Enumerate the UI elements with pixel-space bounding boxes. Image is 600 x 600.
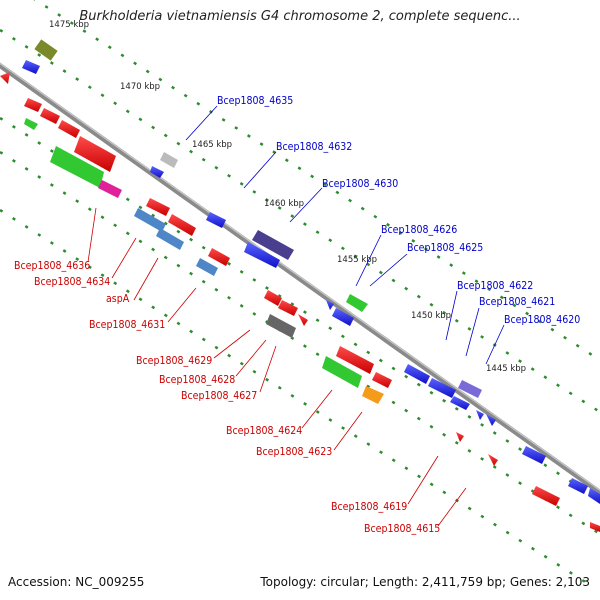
gene-shape	[588, 488, 600, 504]
gene-shape	[40, 108, 60, 124]
tick-label: 1445 kbp	[486, 364, 526, 374]
dotted-tracks	[0, 0, 600, 587]
gene-shape	[266, 314, 296, 338]
gene-shape	[34, 39, 58, 61]
gene-shape	[298, 314, 308, 326]
gene-shape	[590, 522, 600, 532]
gene-shape	[146, 198, 170, 216]
gene-shape	[346, 294, 368, 312]
gene-label[interactable]: aspA	[106, 293, 130, 305]
gene-shape	[362, 386, 384, 404]
gene-label[interactable]: Bcep1808_4630	[322, 178, 398, 190]
gene-shape	[522, 446, 546, 464]
gene-shape	[486, 414, 496, 426]
gene-shape	[278, 300, 298, 316]
gene-shape	[488, 454, 498, 466]
gene-label[interactable]: Bcep1808_4628	[159, 374, 235, 386]
gene-label[interactable]: Bcep1808_4631	[89, 319, 165, 331]
gene-shape	[156, 228, 184, 250]
chromosome-backbone	[0, 62, 600, 496]
gene-shape	[58, 120, 80, 138]
genome-stats-text: Topology: circular; Length: 2,411,759 bp…	[260, 575, 590, 589]
map-title: Burkholderia vietnamiensis G4 chromosome…	[79, 9, 521, 24]
gene-label[interactable]: Bcep1808_4626	[381, 224, 457, 236]
gene-shape	[428, 378, 456, 398]
gene-shape	[450, 396, 470, 410]
gene-shape	[532, 486, 560, 506]
gene-shape	[456, 432, 464, 442]
gene-shape	[206, 212, 226, 228]
gene-shape	[150, 166, 164, 178]
gene-label[interactable]: Bcep1808_4621	[479, 296, 555, 308]
gene-shape	[476, 410, 484, 420]
tick-label: 1460 kbp	[264, 199, 304, 209]
gene-shape	[264, 290, 282, 306]
gene-label[interactable]: Bcep1808_4615	[364, 523, 440, 535]
gene-label[interactable]: Bcep1808_4634	[34, 276, 110, 288]
gene-shape	[168, 214, 196, 236]
gene-label[interactable]: Bcep1808_4619	[331, 501, 407, 513]
gene-label[interactable]: Bcep1808_4635	[217, 95, 293, 107]
tick-label: 1475 kbp	[49, 20, 89, 30]
gene-shape	[22, 60, 40, 74]
gene-shape	[372, 372, 392, 388]
gene-shape	[252, 230, 294, 260]
tick-label: 1455 kbp	[337, 255, 377, 265]
reverse-gene-labels: Bcep1808_4636 Bcep1808_4634 aspA Bcep180…	[14, 260, 440, 535]
gene-shape	[24, 98, 42, 112]
tick-label: 1470 kbp	[120, 82, 160, 92]
gene-shape	[244, 242, 280, 268]
gene-label[interactable]: Bcep1808_4624	[226, 425, 302, 437]
gene-label[interactable]: Bcep1808_4627	[181, 390, 257, 402]
gene-shape	[74, 136, 116, 172]
forward-gene-labels: Bcep1808_4635 Bcep1808_4632 Bcep1808_463…	[217, 95, 580, 326]
gene-label[interactable]: Bcep1808_4629	[136, 355, 212, 367]
gene-shape	[134, 208, 166, 232]
forward-genes	[22, 39, 600, 504]
gene-label[interactable]: Bcep1808_4620	[504, 314, 580, 326]
gene-label[interactable]: Bcep1808_4625	[407, 242, 483, 254]
gene-shape	[160, 152, 178, 168]
tick-labels: 1475 kbp 1470 kbp 1465 kbp 1460 kbp 1455…	[49, 20, 526, 374]
gene-shape	[568, 478, 588, 494]
gene-shape	[404, 364, 430, 384]
gene-label[interactable]: Bcep1808_4623	[256, 446, 332, 458]
gene-shape	[326, 300, 334, 310]
reverse-genes	[0, 72, 600, 532]
gene-shape	[98, 180, 122, 198]
label-leaders	[87, 105, 505, 527]
gene-label[interactable]: Bcep1808_4622	[457, 280, 533, 292]
gene-shape	[208, 248, 230, 266]
tick-label: 1450 kbp	[411, 311, 451, 321]
gene-shape	[322, 356, 362, 388]
accession-text: Accession: NC_009255	[8, 575, 145, 589]
gene-label[interactable]: Bcep1808_4636	[14, 260, 90, 272]
gene-shape	[0, 72, 10, 84]
gene-shape	[336, 346, 374, 374]
gene-shape	[196, 258, 218, 276]
gene-shape	[458, 380, 482, 398]
gene-label[interactable]: Bcep1808_4632	[276, 141, 352, 153]
gene-shape	[24, 118, 38, 130]
gene-shape	[50, 146, 104, 188]
gene-shape	[332, 308, 354, 326]
tick-label: 1465 kbp	[192, 140, 232, 150]
